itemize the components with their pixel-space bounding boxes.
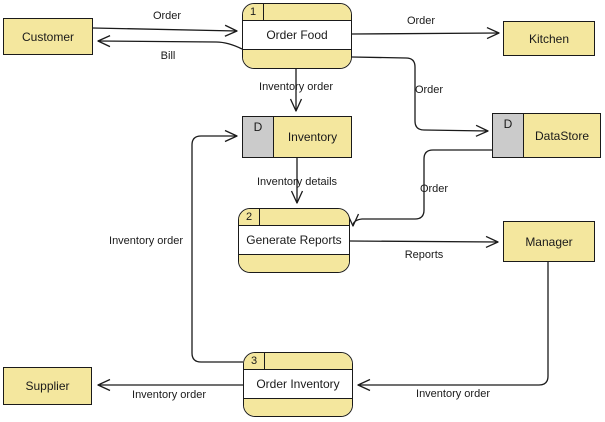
flow-datastore-to-generate-reports[interactable] (346, 149, 492, 227)
process-generate-reports[interactable]: 2 Generate Reports (238, 208, 350, 273)
process-order-inventory[interactable]: 3 Order Inventory (243, 352, 353, 417)
flow-manager-to-order-inventory[interactable] (357, 262, 549, 392)
data-store-marker: D (243, 117, 274, 157)
flow-order-food-to-customer[interactable] (97, 35, 243, 50)
flow-order-food-to-kitchen[interactable] (351, 26, 500, 40)
data-store-marker: D (493, 114, 524, 157)
process-label: Generate Reports (239, 226, 349, 255)
external-entity-supplier[interactable]: Supplier (3, 367, 92, 405)
process-number: 2 (239, 209, 260, 225)
flow-order-food-to-datastore[interactable] (351, 56, 489, 137)
process-footer (244, 399, 352, 416)
data-store-datastore[interactable]: D DataStore (492, 113, 601, 158)
process-number: 1 (243, 4, 264, 20)
process-number: 3 (244, 353, 265, 369)
entity-label: Manager (525, 234, 573, 249)
process-order-food[interactable]: 1 Order Food (242, 3, 352, 69)
entity-label: Customer (21, 29, 74, 44)
process-label: Order Food (243, 21, 351, 50)
process-header: 2 (239, 209, 349, 226)
flow-generate-reports-to-manager[interactable] (349, 235, 499, 249)
process-header: 1 (243, 4, 351, 21)
data-store-label: DataStore (524, 114, 600, 157)
data-store-label: Inventory (274, 117, 351, 157)
process-label: Order Inventory (244, 370, 352, 399)
data-store-inventory[interactable]: D Inventory (242, 116, 352, 158)
external-entity-customer[interactable]: Customer (3, 18, 93, 55)
process-footer (239, 255, 349, 272)
flow-order-inventory-to-inventory[interactable] (191, 129, 243, 363)
entity-label: Kitchen (528, 31, 570, 46)
flow-customer-to-order-food[interactable] (92, 24, 238, 37)
external-entity-manager[interactable]: Manager (503, 221, 595, 262)
entity-label: Supplier (25, 379, 70, 393)
process-header: 3 (244, 353, 352, 370)
process-footer (243, 50, 351, 68)
external-entity-kitchen[interactable]: Kitchen (503, 21, 595, 56)
